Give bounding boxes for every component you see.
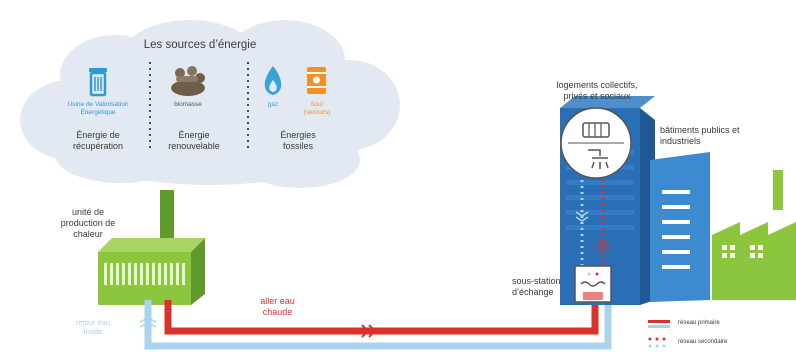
oil-barrel-icon (307, 67, 326, 94)
energy-sources-cloud (20, 20, 400, 188)
heating-hot-water-badge (560, 107, 632, 179)
renewable-type-label: Énergie renouvelable (168, 130, 220, 151)
substation-label: sous-station d’échange (512, 276, 561, 297)
gas-flame-icon (264, 66, 282, 95)
legend-primary-swatch (648, 320, 670, 323)
heat-production-plant (98, 238, 205, 305)
legend-primary-label: réseau primaire (678, 320, 720, 326)
secondary-hot-chevrons (596, 241, 610, 252)
hot-supply-label: aller eau chaude (260, 296, 295, 317)
waste-bin-icon (89, 68, 107, 97)
cloud-title: Les sources d’énergie (143, 39, 257, 51)
hot-supply-pipe (164, 300, 599, 335)
biomass-icon (171, 66, 205, 96)
secondary-cold-chevrons (575, 211, 589, 222)
cold-return-label: retour eau froide (75, 318, 111, 336)
fossil-type-label: Énergies fossiles (280, 130, 316, 151)
industrial-building (712, 170, 796, 300)
public-buildings-label: bâtiments publics et industriels (660, 125, 740, 146)
legend-secondary-label: réseau secondaire (678, 339, 728, 345)
plant-chimney (160, 190, 174, 238)
recovery-source-label: Usine de Valorisation Énergétique (67, 101, 129, 116)
cold-flow-chevrons (139, 317, 157, 328)
legend-secondary-swatch (648, 337, 666, 348)
oil-label: fioul (secours) (303, 101, 331, 116)
cold-return-pipe (144, 300, 612, 350)
recovery-type-label: Énergie de récupération (72, 130, 124, 151)
housing-label: logements collectifs, privés et sociaux (556, 80, 638, 101)
plant-label: unité de production de chaleur (60, 207, 116, 239)
legend-primary-swatch-cold (648, 325, 670, 328)
gas-label: gaz (267, 101, 279, 108)
biomass-label: biomasse (174, 101, 202, 108)
public-building (650, 152, 710, 302)
exchange-substation (574, 265, 612, 303)
radiator-icon (582, 122, 610, 138)
hot-flow-chevrons (361, 324, 377, 338)
shower-icon (588, 149, 609, 169)
